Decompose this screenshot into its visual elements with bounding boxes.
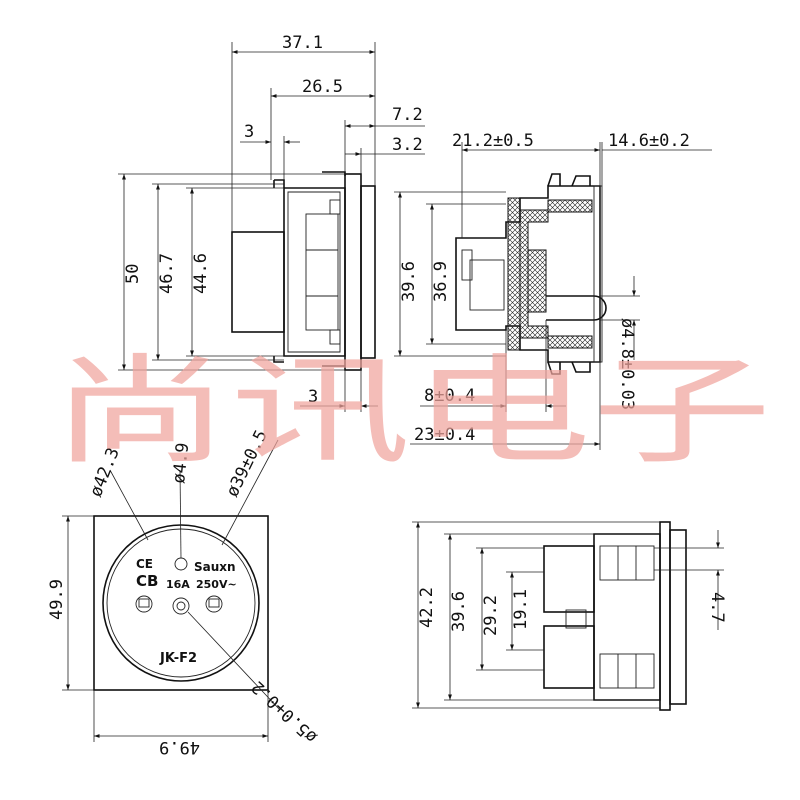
front-flange <box>344 173 362 371</box>
dim-37-1: 37.1 <box>282 33 323 53</box>
dim-36-9: 36.9 <box>431 261 451 302</box>
side-lower-cover <box>599 653 655 689</box>
dim-19-1: 19.1 <box>511 589 531 630</box>
section-clip-bottom <box>547 361 561 375</box>
mark-cb: CB <box>136 572 158 590</box>
dim-42-2: 42.2 <box>417 587 437 628</box>
section-clip-bottom-2 <box>571 361 591 373</box>
dim-50: 50 <box>123 264 143 284</box>
mark-voltage: 250V~ <box>196 578 237 591</box>
dim-3-2: 3.2 <box>392 135 423 155</box>
dim-23: 23±0.4 <box>414 425 475 445</box>
section-hatch-left <box>507 197 521 351</box>
front-window <box>305 213 339 331</box>
earth-pin-inner <box>176 601 186 611</box>
section-hatch-bottom <box>547 335 593 349</box>
front-latch-bottom <box>329 329 341 345</box>
socket-hole-left <box>135 595 153 613</box>
section-hatch-core <box>527 249 547 313</box>
socket-hole-right <box>205 595 223 613</box>
section-face <box>593 185 603 363</box>
dim-7-2: 7.2 <box>392 105 423 125</box>
section-clip-top-2 <box>571 175 591 187</box>
front-plate <box>360 185 376 359</box>
dim-49-9-h: 49.9 <box>159 737 200 757</box>
dim-3-bottom: 3 <box>308 387 318 407</box>
side-plate <box>669 529 687 705</box>
dim-4-7: 4.7 <box>707 592 727 623</box>
face-indicator <box>174 557 188 571</box>
side-upper-body <box>543 545 595 613</box>
earth-pin-outer <box>172 597 190 615</box>
front-housing-inner <box>287 191 341 353</box>
side-flange <box>659 521 671 711</box>
mark-ce: CE <box>136 557 153 571</box>
watermark-text: 尚讯电子 <box>50 342 772 480</box>
side-lower-body <box>543 625 595 689</box>
side-bridge <box>565 609 587 629</box>
face-square <box>93 515 269 691</box>
socket-shutter-right <box>208 598 220 608</box>
dim-46-7: 46.7 <box>157 253 177 294</box>
section-hatch-mid <box>519 209 549 339</box>
dim-3-top: 3 <box>244 122 254 142</box>
front-latch-top <box>329 199 341 215</box>
socket-shutter-left <box>138 598 150 608</box>
dim-14-6: 14.6±0.2 <box>608 131 690 151</box>
section-hatch-top <box>547 199 593 213</box>
dim-44-6: 44.6 <box>191 253 211 294</box>
dim-pin-dia: ø4.8±0.03 <box>617 318 637 410</box>
front-housing <box>283 187 346 357</box>
section-view: 21.2±0.5 14.6±0.2 39.6 36.9 ø4.8±0.03 8±… <box>394 131 712 450</box>
mark-current: 16A <box>166 578 190 591</box>
dim-21-2: 21.2±0.5 <box>452 131 534 151</box>
side-view: 42.2 39.6 29.2 19.1 4.7 <box>412 521 727 711</box>
section-clip-top <box>547 173 561 187</box>
section-terminal <box>469 259 505 311</box>
section-pin <box>546 295 607 321</box>
dim-26-5: 26.5 <box>302 77 343 97</box>
side-upper-cover <box>599 545 655 581</box>
front-clip-bottom-2 <box>273 356 284 363</box>
mark-model: JK-F2 <box>159 651 197 666</box>
side-housing <box>593 533 661 701</box>
front-view: 37.1 26.5 7.2 3.2 3 50 46.7 44.6 <box>118 33 425 412</box>
front-plug-body <box>231 231 285 333</box>
dim-8: 8±0.4 <box>424 386 475 406</box>
dim-39-6-section: 39.6 <box>399 261 419 302</box>
mark-brand: Sauxn <box>194 560 236 574</box>
dim-39-6-side: 39.6 <box>449 591 469 632</box>
dim-29-2: 29.2 <box>481 595 501 636</box>
dim-49-9-v: 49.9 <box>47 579 67 620</box>
section-screw <box>461 249 473 281</box>
dim-dia-4-9: ø4.9 <box>169 442 193 485</box>
